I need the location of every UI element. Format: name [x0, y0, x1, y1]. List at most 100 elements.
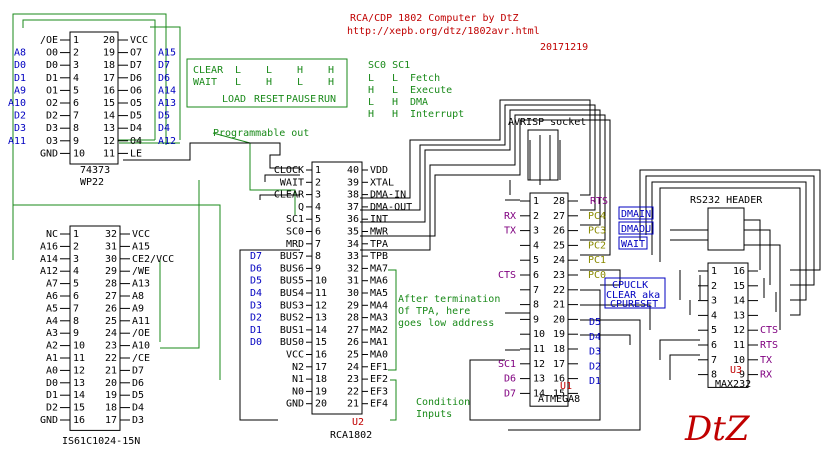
ram-right-pin-label: D3 — [132, 415, 144, 426]
cpu-left-pin-number: 14 — [315, 325, 327, 336]
ram-left-pin-label: A7 — [46, 279, 58, 290]
mcu-left-net: D7 — [504, 388, 516, 399]
latch-right-net: D7 — [158, 60, 170, 71]
cpu-right-pin-label: MA6 — [370, 276, 388, 287]
dmaou-label: DMAOU — [621, 224, 651, 235]
mcu-left-pin-number: 12 — [533, 359, 545, 370]
latch-right-pin-number: 17 — [103, 73, 115, 84]
rs232-header — [707, 207, 745, 251]
dtz-signature: DtZ — [684, 409, 751, 449]
ram-left-pin-label: A0 — [46, 365, 58, 376]
mcu-right-net: D3 — [589, 347, 601, 358]
ram-left-pin-number: 1 — [73, 229, 79, 240]
cpu-left-pin-number: 17 — [315, 362, 327, 373]
mcu-left-pin-number: 11 — [533, 344, 545, 355]
mode-row-value: L — [266, 65, 272, 76]
cpu-left-net: D3 — [250, 300, 262, 311]
ram-left-pin-label: A5 — [46, 303, 58, 314]
dmaou-box — [618, 221, 654, 235]
mode-row-name: WAIT — [193, 77, 217, 88]
condition-inputs-line-2: Inputs — [416, 409, 452, 420]
mcu-port-tag: PC4 — [588, 211, 606, 222]
latch-left-pin-label: D0 — [46, 60, 58, 71]
max232-ref-label: U3 — [730, 365, 742, 376]
cpu-right-pin-number: 40 — [347, 165, 359, 176]
ram-left-pin-number: 7 — [73, 303, 79, 314]
ram-right-pin-number: 27 — [105, 291, 117, 302]
mcu-right-net: D1 — [589, 376, 601, 387]
mcu-left-pin-number: 3 — [533, 226, 539, 237]
latch-right-pin-label: D6 — [130, 73, 142, 84]
latch-left-net: D1 — [14, 73, 26, 84]
cpu-left-pin-label: BUS3 — [280, 300, 304, 311]
ram-right-pin-label: A9 — [132, 303, 144, 314]
mcu-right-pin-number: 25 — [553, 240, 565, 251]
cpu-right-pin-label: MWR — [370, 227, 389, 238]
latch-right-pin-label: D5 — [130, 111, 142, 122]
cpu-right-pin-label: TPB — [370, 251, 388, 262]
after-tpa-line-3: goes low address — [398, 318, 494, 329]
max232-right-pin-number: 15 — [733, 281, 745, 292]
ram-left-pin-label: NC — [46, 229, 58, 240]
bus-lines — [12, 13, 397, 421]
mcu-left-pin-number: 4 — [533, 240, 539, 251]
cpu-left-pin-number: 8 — [315, 251, 321, 262]
mcu-left-net: CTS — [498, 270, 516, 281]
cpu-left-pin-number: 7 — [315, 239, 321, 250]
latch-left-pin-number: 3 — [73, 60, 79, 71]
ram-left-pin-number: 15 — [73, 403, 85, 414]
ram-right-pin-number: 25 — [105, 316, 117, 327]
latch-left-pin-label: O3 — [46, 136, 58, 147]
ram-left-pin-number: 9 — [73, 328, 79, 339]
ram-left-pin-label: A14 — [40, 254, 58, 265]
latch-ref-label: WP22 — [80, 177, 104, 188]
max232-left-pin-number: 2 — [711, 281, 717, 292]
latch-right-pin-label: O4 — [130, 136, 142, 147]
ram-right-pin-number: 19 — [105, 390, 117, 401]
mcu-port-tag: PC3 — [588, 226, 606, 237]
latch-left-pin-label: GND — [40, 148, 58, 159]
cpuclk-label: CPUCLK — [612, 280, 648, 291]
ram-right-pin-label: D7 — [132, 365, 144, 376]
cpu-left-pin-number: 12 — [315, 300, 327, 311]
mode-name: PAUSE — [286, 94, 316, 105]
mode-row-name: CLEAR — [193, 65, 224, 76]
cpu-left-pin-number: 16 — [315, 350, 327, 361]
mcu-left-pin-number: 13 — [533, 374, 545, 385]
latch-left-net: D3 — [14, 123, 26, 134]
cpu-ref-label: U2 — [352, 417, 364, 428]
mcu-right-pin-number: 21 — [553, 300, 565, 311]
ram-left-pin-label: A1 — [46, 353, 58, 364]
cpu-left-pin-label: CLOCK — [274, 165, 304, 176]
cpu-right-pin-label: MA2 — [370, 325, 388, 336]
schematic-url: http://xepb.org/dtz/1802avr.html — [347, 26, 540, 37]
latch-left-pin-number: 5 — [73, 85, 79, 96]
cpu-right-pin-number: 28 — [347, 313, 359, 324]
ram-left-pin-number: 2 — [73, 241, 79, 252]
mcu-left-pin-number: 14 — [533, 388, 545, 399]
cpu-right-pin-label: EF2 — [370, 374, 388, 385]
ram-right-pin-label: A11 — [132, 316, 150, 327]
mcu-right-pin-number: 26 — [553, 226, 565, 237]
latch-left-pin-number: 6 — [73, 98, 79, 109]
cpu-left-pin-number: 3 — [315, 190, 321, 201]
cpu-left-pin-number: 1 — [315, 165, 321, 176]
latch-right-pin-label: O7 — [130, 48, 142, 59]
ram-left-pin-label: A12 — [40, 266, 58, 277]
latch-right-net: A15 — [158, 48, 176, 59]
cpu-left-net: D5 — [250, 276, 262, 287]
ram-right-pin-number: 31 — [105, 241, 117, 252]
latch-right-pin-label: VCC — [130, 35, 148, 46]
latch-right-pin-number: 18 — [103, 60, 115, 71]
mode-row-value: H — [328, 77, 334, 88]
ram-left-pin-number: 4 — [73, 266, 79, 277]
latch-right-pin-number: 15 — [103, 98, 115, 109]
cpu-part-label: RCA1802 — [330, 430, 372, 441]
max232-right-net: CTS — [760, 325, 778, 336]
cpu-left-pin-label: N1 — [292, 374, 304, 385]
latch-left-pin-number: 2 — [73, 48, 79, 59]
ram-left-pin-label: A16 — [40, 241, 58, 252]
mcu-right-pin-number: 17 — [553, 359, 565, 370]
mcu-part-label: ATMEGA8 — [538, 394, 580, 405]
latch-left-pin-number: 1 — [73, 35, 79, 46]
